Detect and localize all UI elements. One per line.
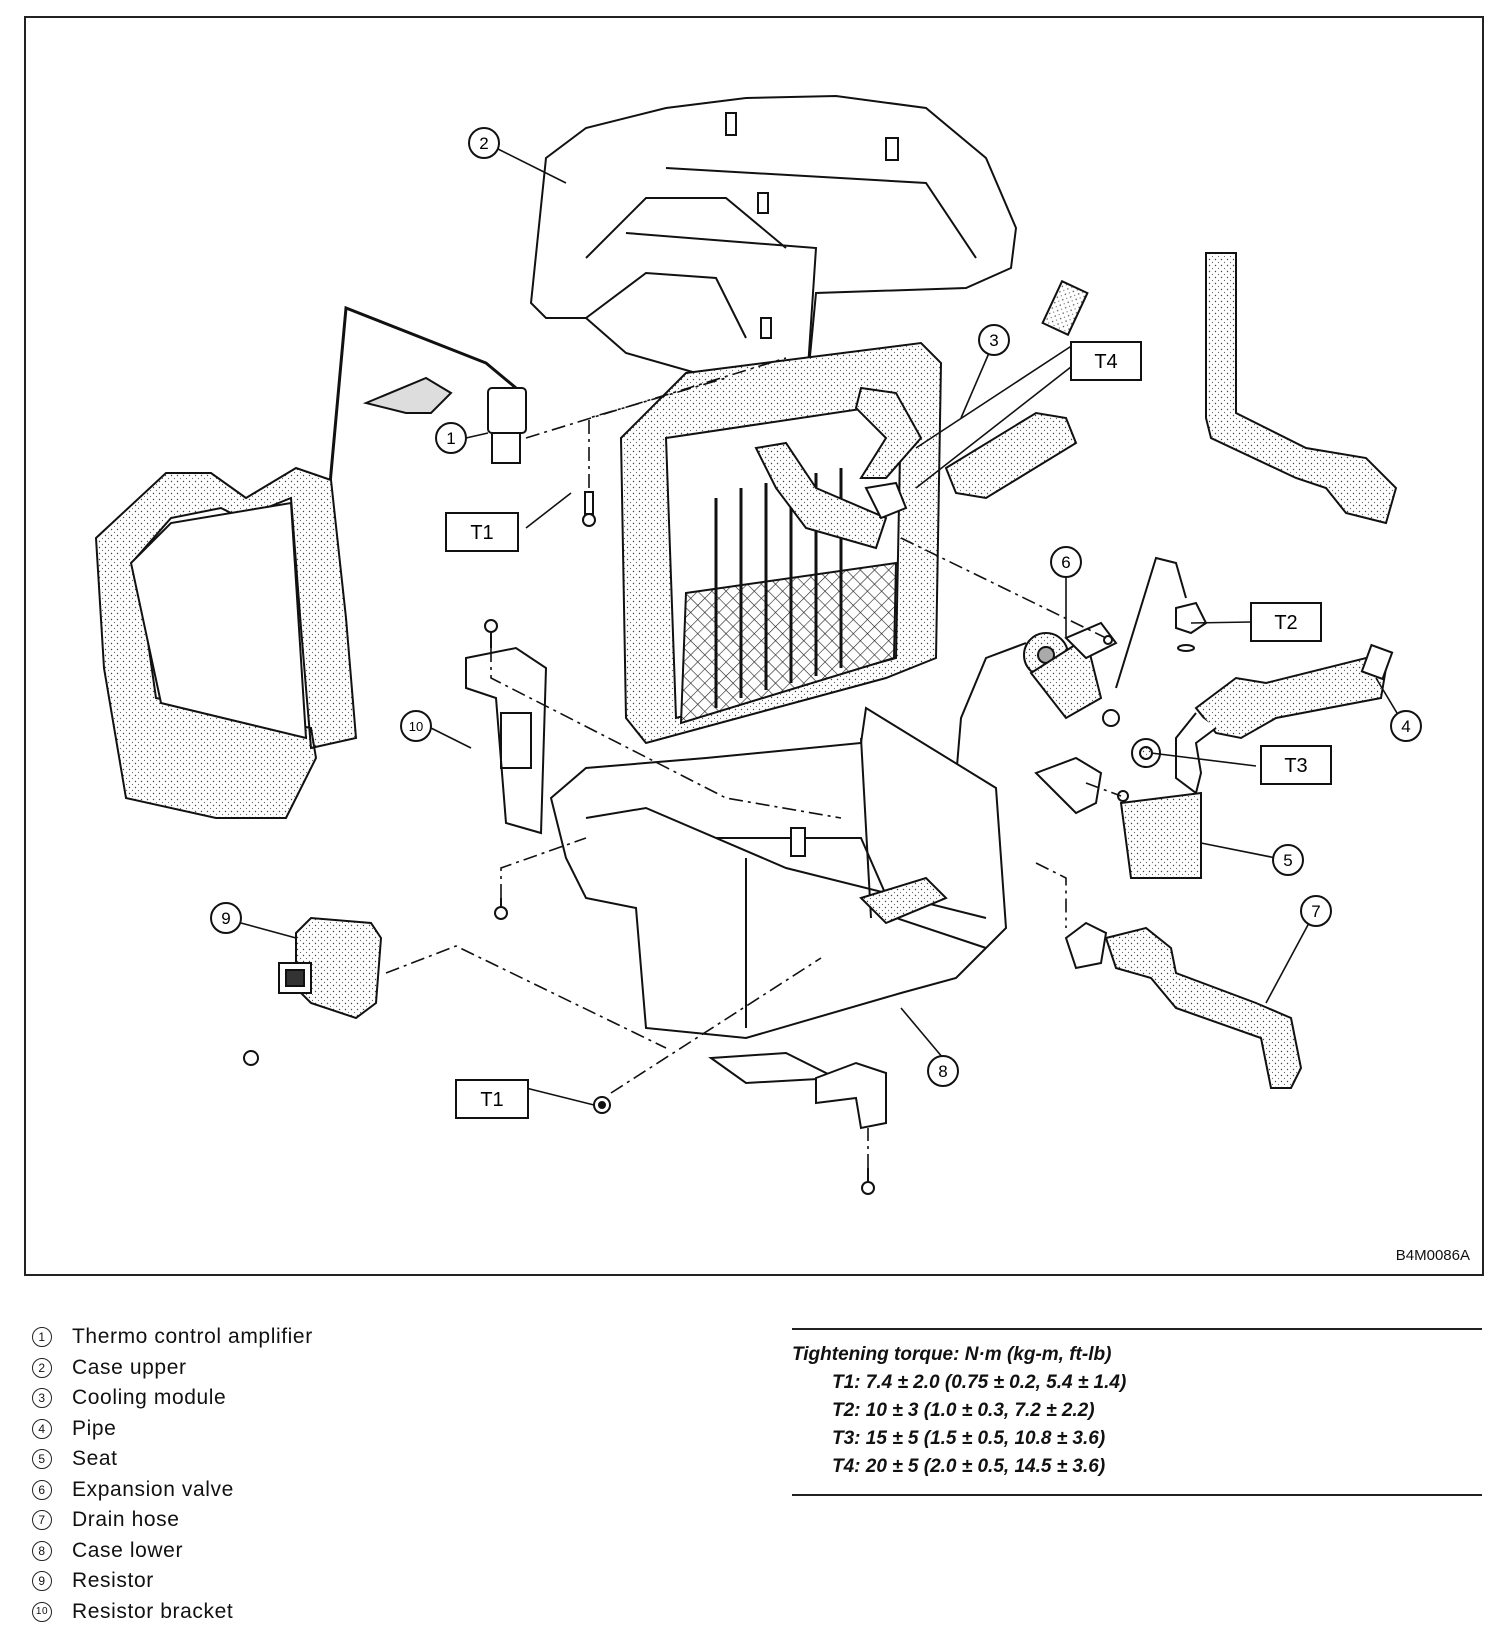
legend-label: Case upper [72, 1355, 187, 1379]
torque-row-t2: T2: 10 ± 3 (1.0 ± 0.3, 7.2 ± 2.2) [832, 1400, 1095, 1421]
leader-lines [240, 147, 1407, 1106]
legend-label: Expansion valve [72, 1477, 234, 1501]
legend-item: 1 Thermo control amplifier [30, 1322, 313, 1353]
callout-4: 4 [1390, 710, 1422, 742]
callout-7: 7 [1300, 895, 1332, 927]
diagram-drawing: 2 3 1 4 5 6 7 8 [94, 94, 1422, 1195]
legend-label: Drain hose [72, 1508, 180, 1532]
svg-text:6: 6 [1061, 553, 1070, 572]
callout-8: 8 [927, 1055, 959, 1087]
legend-label: Resistor [72, 1569, 154, 1593]
callout-10: 10 [400, 710, 432, 742]
callout-6: 6 [1050, 546, 1082, 578]
legend-label: Cooling module [72, 1386, 227, 1410]
cooling-module [619, 341, 943, 745]
legend-label: Resistor bracket [72, 1599, 234, 1623]
legend-number: 7 [32, 1510, 52, 1531]
case-upper [529, 94, 1018, 400]
drain-hose-upper [1205, 252, 1398, 525]
legend-label: Seat [72, 1447, 118, 1471]
expansion-valve [955, 621, 1120, 779]
svg-text:T1: T1 [470, 522, 493, 544]
assembly-lines [385, 357, 1122, 1168]
torque-tag-t2: T2 [1250, 602, 1322, 642]
figure-code: B4M0086A [1395, 1247, 1470, 1264]
legend-label: Pipe [72, 1416, 117, 1440]
legend-number: 3 [32, 1388, 52, 1409]
callout-2: 2 [468, 127, 500, 159]
torque-row-t4: T4: 20 ± 5 (2.0 ± 0.5, 14.5 ± 3.6) [832, 1456, 1106, 1477]
legend-item: 3 Cooling module [30, 1383, 313, 1414]
svg-text:T4: T4 [1094, 351, 1117, 373]
callout-5: 5 [1272, 844, 1304, 876]
callout-1: 1 [435, 422, 467, 454]
drain-hose [1064, 921, 1303, 1089]
pipe-clamp [1034, 756, 1103, 815]
legend-number: 6 [32, 1479, 52, 1500]
callout-9: 9 [210, 902, 242, 934]
screws [243, 491, 1129, 1195]
resistor [278, 916, 383, 1020]
legend-item: 9 Resistor [30, 1566, 313, 1597]
legend-number: 4 [32, 1418, 52, 1439]
legend-item: 7 Drain hose [30, 1505, 313, 1536]
t2-sensor [1115, 556, 1208, 689]
svg-text:T3: T3 [1284, 755, 1307, 777]
torque-row-t1: T1: 7.4 ± 2.0 (0.75 ± 0.2, 5.4 ± 1.4) [832, 1372, 1127, 1393]
svg-text:2: 2 [479, 134, 488, 153]
legend-item: 4 Pipe [30, 1414, 313, 1445]
svg-text:4: 4 [1401, 717, 1410, 736]
svg-text:7: 7 [1311, 902, 1320, 921]
legend-number: 8 [32, 1540, 52, 1561]
torque-row-t3: T3: 15 ± 5 (1.5 ± 0.5, 10.8 ± 3.6) [832, 1428, 1106, 1449]
svg-text:1: 1 [446, 429, 455, 448]
legend-number: 10 [32, 1601, 52, 1622]
svg-text:10: 10 [409, 719, 423, 734]
seal-gasket [94, 466, 358, 819]
legend-label: Case lower [72, 1538, 184, 1562]
pipe [1131, 643, 1394, 795]
legend-number: 9 [32, 1571, 52, 1592]
legend-item: 10 Resistor bracket [30, 1597, 313, 1628]
svg-text:8: 8 [938, 1062, 947, 1081]
legend-label: Thermo control amplifier [72, 1325, 313, 1349]
callout-3: 3 [978, 324, 1010, 356]
legend-number: 1 [32, 1327, 52, 1348]
svg-text:5: 5 [1283, 851, 1292, 870]
torque-tag-t4: T4 [1070, 341, 1142, 381]
seat [1119, 791, 1202, 879]
torque-spec-table: Tightening torque: N·m (kg-m, ft-lb) T1:… [792, 1328, 1482, 1496]
legend-item: 2 Case upper [30, 1353, 313, 1384]
cooling-pipes [754, 279, 1089, 550]
svg-text:3: 3 [989, 331, 998, 350]
torque-tag-t1-lower: T1 [455, 1079, 529, 1119]
torque-tag-t3: T3 [1260, 745, 1332, 785]
case-lower [549, 706, 1008, 1130]
legend-item: 8 Case lower [30, 1536, 313, 1567]
svg-text:T1: T1 [480, 1089, 503, 1111]
torque-heading: Tightening torque: N·m (kg-m, ft-lb) [792, 1344, 1112, 1365]
resistor-bracket [465, 646, 548, 835]
legend-number: 2 [32, 1357, 52, 1378]
svg-text:9: 9 [221, 909, 230, 928]
thermo-control-amplifier [324, 305, 527, 529]
exploded-diagram: 2 3 1 4 5 6 7 8 [24, 16, 1484, 1276]
legend-item: 5 Seat [30, 1444, 313, 1475]
torque-tag-t1-upper: T1 [445, 512, 519, 552]
svg-text:T2: T2 [1274, 612, 1297, 634]
legend-number: 5 [32, 1449, 52, 1470]
legend-item: 6 Expansion valve [30, 1475, 313, 1506]
